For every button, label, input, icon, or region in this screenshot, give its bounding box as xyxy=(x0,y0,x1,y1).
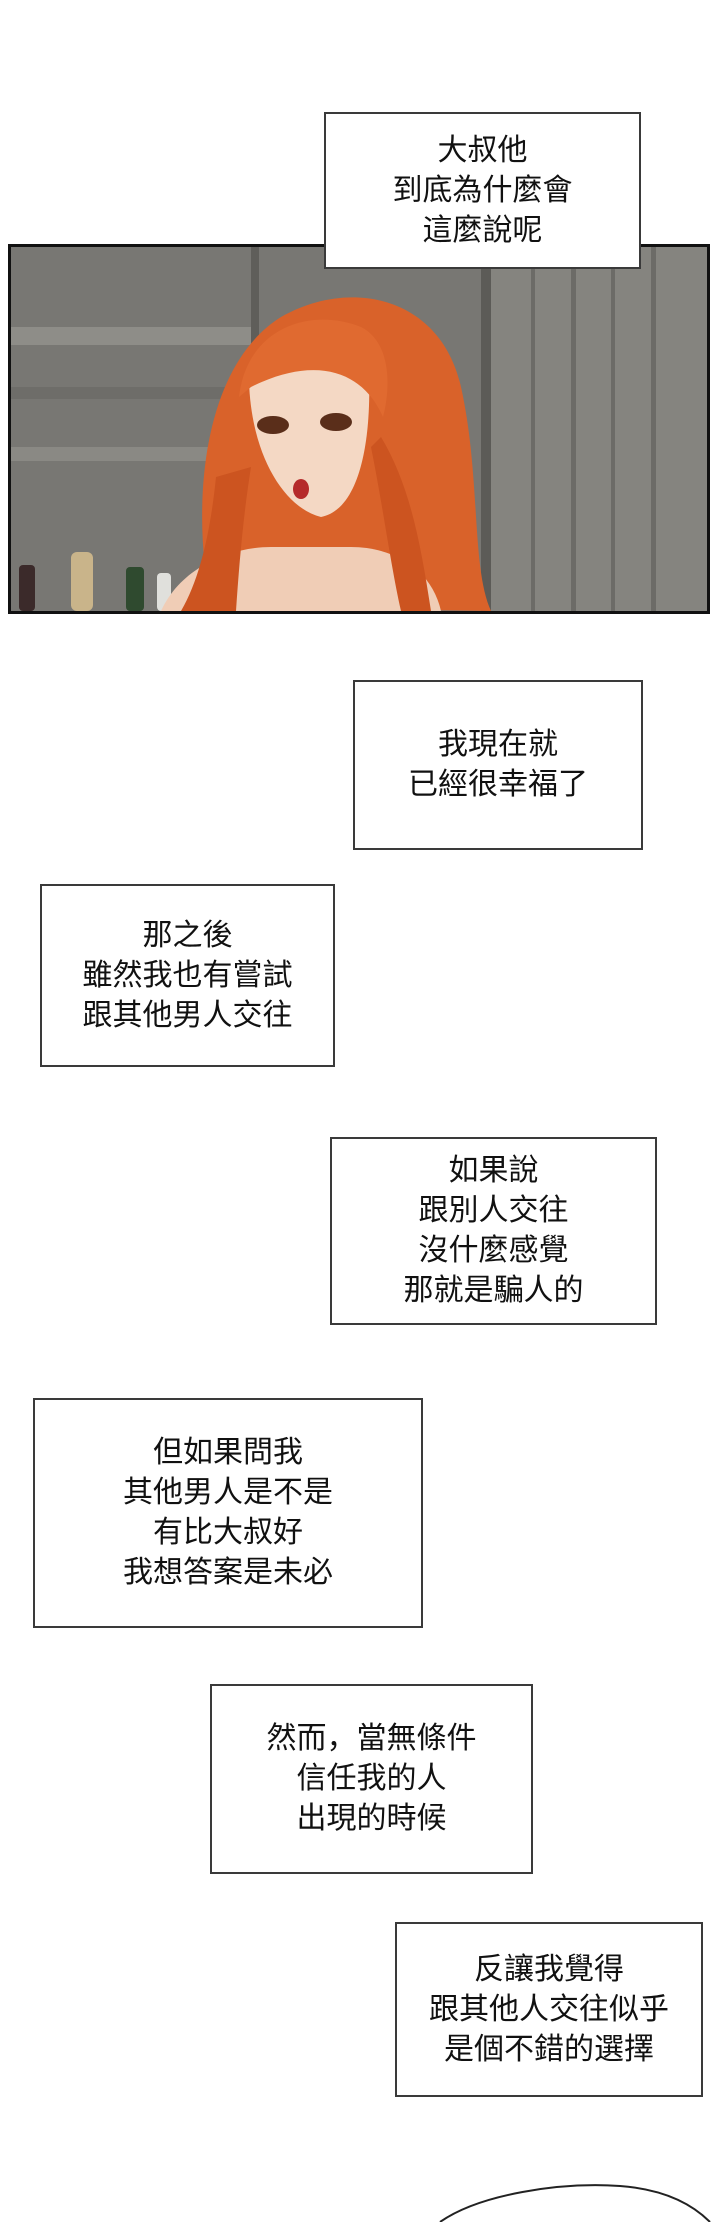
caption-line: 是個不錯的選擇 xyxy=(444,2031,654,2067)
narration-caption-7: 反讓我覺得 跟其他人交往似乎 是個不錯的選擇 xyxy=(395,1922,703,2097)
caption-line: 雖然我也有嘗試 xyxy=(82,957,293,993)
caption-line: 跟其他人交往似乎 xyxy=(429,1991,669,2027)
caption-line: 大叔他 xyxy=(437,132,528,168)
narration-caption-1: 大叔他 到底為什麼會 這麼說呢 xyxy=(324,112,641,269)
caption-line: 但如果問我 xyxy=(153,1435,303,1470)
caption-line: 我現在就 xyxy=(438,727,558,762)
caption-line: 反讓我覺得 xyxy=(474,1951,624,1987)
caption-line: 如果說 xyxy=(448,1153,539,1188)
speech-bubble-edge xyxy=(439,2184,711,2222)
caption-line: 信任我的人 xyxy=(296,1761,447,1796)
illustration-panel xyxy=(8,244,710,614)
caption-line: 有比大叔好 xyxy=(153,1515,303,1550)
narration-caption-6: 然而，當無條件 信任我的人 出現的時候 xyxy=(210,1684,533,1874)
caption-line: 跟別人交往 xyxy=(418,1193,569,1228)
caption-line: 沒什麼感覺 xyxy=(418,1233,569,1268)
caption-line: 我想答案是未必 xyxy=(123,1555,333,1590)
narration-caption-5: 但如果問我 其他男人是不是 有比大叔好 我想答案是未必 xyxy=(33,1398,423,1628)
narration-caption-2: 我現在就 已經很幸福了 xyxy=(353,680,643,850)
caption-line: 然而，當無條件 xyxy=(266,1721,477,1756)
caption-line: 到底為什麼會 xyxy=(392,172,573,208)
caption-line: 跟其他男人交往 xyxy=(82,997,293,1033)
caption-line: 那就是騙人的 xyxy=(403,1273,584,1308)
caption-line: 已經很幸福了 xyxy=(408,767,588,802)
woman-in-room-illustration xyxy=(11,247,707,611)
caption-line: 這麼說呢 xyxy=(422,212,543,248)
caption-line: 其他男人是不是 xyxy=(123,1475,333,1510)
caption-line: 那之後 xyxy=(142,917,233,953)
narration-caption-3: 那之後 雖然我也有嘗試 跟其他男人交往 xyxy=(40,884,335,1067)
caption-line: 出現的時候 xyxy=(296,1801,447,1836)
narration-caption-4: 如果說 跟別人交往 沒什麼感覺 那就是騙人的 xyxy=(330,1137,657,1325)
